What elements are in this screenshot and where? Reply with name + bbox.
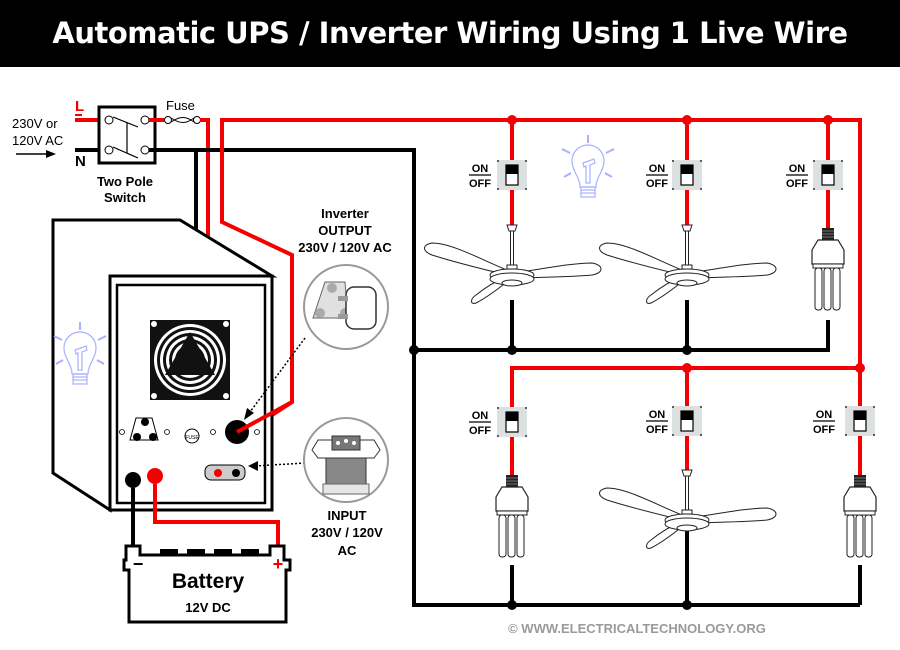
wall-switch-1[interactable]: ON OFF — [469, 159, 528, 191]
supply-voltage-line1: 230V or — [12, 116, 58, 131]
output-label-line2: OUTPUT — [318, 223, 372, 238]
switch-off-label: OFF — [813, 424, 835, 436]
cooling-fan-icon — [150, 320, 230, 400]
two-pole-switch[interactable] — [75, 105, 157, 165]
switch-off-label: OFF — [646, 178, 668, 190]
switch-label-line1: Two Pole — [97, 174, 153, 189]
wall-switch-5[interactable]: ON OFF — [646, 405, 703, 437]
neutral-main-bus — [149, 148, 860, 607]
arrow-right-icon — [16, 150, 56, 158]
switch-on-label: ON — [649, 409, 666, 421]
output-label-line3: 230V / 120V AC — [298, 240, 392, 255]
output-plug-icon — [303, 264, 389, 350]
switch-label-line2: Switch — [104, 190, 146, 205]
top-row-neutral — [414, 320, 830, 352]
live-label: L — [75, 98, 84, 115]
ceiling-fan-icon — [599, 224, 777, 304]
inverter-output-live-bus — [220, 118, 862, 430]
switch-on-label: ON — [649, 163, 666, 175]
battery: − + Battery 12V DC — [122, 544, 292, 624]
fuse-label: Fuse — [166, 98, 195, 113]
toggle-switch-icon — [496, 406, 528, 438]
cfl-bulb-icon — [843, 474, 877, 558]
battery-negative: − — [133, 554, 144, 574]
toggle-switch-icon — [671, 159, 703, 191]
input-label-line1: INPUT — [328, 508, 367, 523]
switch-off-label: OFF — [786, 178, 808, 190]
switch-on-label: ON — [472, 410, 489, 422]
wall-switch-6[interactable]: ON OFF — [813, 405, 876, 437]
switch-on-label: ON — [816, 409, 833, 421]
input-label-line2: 230V / 120V — [311, 525, 383, 540]
toggle-switch-icon — [496, 159, 528, 191]
cfl-bulb-icon — [495, 474, 529, 558]
cfl-bulb-icon — [811, 227, 845, 311]
title-bar: Automatic UPS / Inverter Wiring Using 1 … — [0, 0, 900, 67]
battery-label: Battery — [172, 570, 245, 593]
supply-input: 230V or 120V AC L N — [12, 98, 86, 170]
input-socket-icon — [303, 417, 389, 503]
toggle-switch-icon — [812, 159, 844, 191]
toggle-switch-icon — [671, 405, 703, 437]
neutral-label: N — [75, 153, 86, 170]
junction-dots — [409, 115, 865, 610]
inverter-unit: FUSE — [51, 218, 278, 513]
wall-switch-4[interactable]: ON OFF — [469, 406, 528, 438]
switch-off-label: OFF — [469, 178, 491, 190]
bulb-decoration-icon — [561, 134, 615, 198]
battery-voltage: 12V DC — [185, 600, 231, 615]
ceiling-fan-icon — [424, 224, 602, 304]
supply-voltage-line2: 120V AC — [12, 133, 63, 148]
switch-off-label: OFF — [469, 425, 491, 437]
switch-on-label: ON — [789, 163, 806, 175]
input-label-line3: AC — [338, 543, 357, 558]
output-label-line1: Inverter — [321, 206, 369, 221]
inverter-fuse-mark: FUSE — [185, 435, 199, 441]
wall-switch-2[interactable]: ON OFF — [646, 159, 703, 191]
toggle-switch-icon — [844, 405, 876, 437]
wall-switch-3[interactable]: ON OFF — [786, 159, 844, 191]
fuse: Fuse — [149, 98, 201, 124]
switch-on-label: ON — [472, 163, 489, 175]
switch-off-label: OFF — [646, 424, 668, 436]
copyright-footer: © WWW.ELECTRICALTECHNOLOGY.ORG — [508, 621, 766, 636]
page-title: Automatic UPS / Inverter Wiring Using 1 … — [52, 16, 848, 50]
battery-positive: + — [273, 554, 284, 574]
